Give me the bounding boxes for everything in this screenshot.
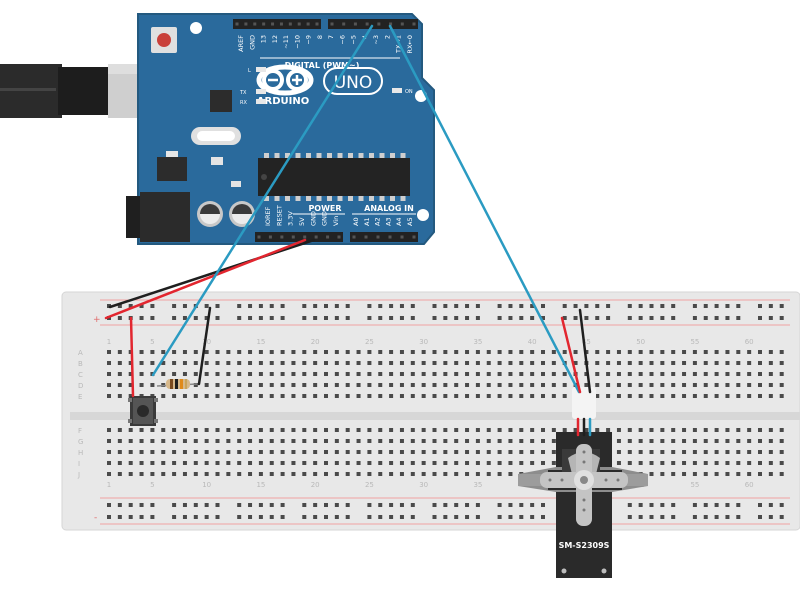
arduino-logo	[256, 64, 314, 96]
red-wire-5v	[104, 238, 307, 320]
resistor	[156, 379, 198, 389]
arduino-model-text: UNO	[334, 73, 373, 93]
power-pin-label-1: RESET	[275, 205, 283, 226]
digital-pin-label-13: 2	[383, 35, 391, 39]
svg-text:L: L	[248, 68, 251, 74]
rail-plus-label: +	[93, 315, 101, 325]
power-pin-label-4: GND	[309, 211, 317, 226]
power-label: POWER	[308, 204, 341, 213]
digital-label: DIGITAL (PWM~)	[285, 61, 360, 70]
digital-pin-label-1: GND	[248, 35, 256, 50]
column-number-bottom: 5	[150, 481, 154, 489]
digital-pin-label-7: 8	[316, 35, 324, 39]
digital-pin-label-0: AREF	[237, 35, 245, 52]
atmega-chip	[258, 153, 410, 201]
power-pin-label-3: 5V	[298, 217, 306, 226]
column-number-top: 45	[582, 338, 591, 346]
column-number-top: 25	[365, 338, 374, 346]
column-number-top: 40	[528, 338, 537, 346]
column-number-top: 5	[150, 338, 154, 346]
blue-wire-button	[151, 24, 374, 377]
analog-pin-label-1: A1	[363, 217, 371, 226]
column-number-top: 60	[745, 338, 754, 346]
digital-pin-label-9: ~6	[338, 35, 346, 45]
servo-motor: SM-S2309S	[518, 387, 648, 578]
column-number-bottom: 10	[202, 481, 211, 489]
black-jumper-resistor	[197, 306, 212, 386]
digital-pin-label-12: ~3	[372, 35, 380, 45]
row-letter-d: D	[78, 382, 83, 390]
svg-text:ON: ON	[405, 89, 413, 95]
column-number-top: 1	[107, 338, 111, 346]
row-letter-a: A	[78, 349, 83, 357]
column-number-top: 15	[256, 338, 265, 346]
analog-pin-label-4: A4	[395, 217, 403, 226]
row-letter-i: I	[78, 460, 80, 468]
analog-pin-label-5: A5	[406, 217, 414, 226]
analog-label: ANALOG IN	[364, 204, 414, 213]
red-jumper-button	[129, 316, 135, 398]
digital-pin-label-10: ~5	[350, 35, 358, 45]
analog-pin-label-3: A3	[384, 217, 392, 226]
analog-pin-label-2: A2	[374, 217, 382, 226]
digital-header	[233, 19, 321, 29]
row-letter-f: F	[78, 427, 82, 435]
row-letter-b: B	[78, 360, 83, 368]
column-number-bottom: 30	[419, 481, 428, 489]
svg-text:RX: RX	[240, 100, 247, 106]
rail-minus-label: -	[94, 513, 97, 523]
column-number-bottom: 55	[690, 481, 699, 489]
digital-pin-label-2: 13	[260, 35, 268, 43]
column-number-bottom: 1	[107, 481, 111, 489]
digital-pin-label-15: RX←0	[406, 35, 414, 54]
row-letter-e: E	[78, 393, 82, 401]
digital-pin-label-4: ~11	[282, 35, 290, 49]
digital-pin-label-3: 12	[271, 35, 279, 43]
wires	[104, 24, 592, 437]
column-number-top: 10	[202, 338, 211, 346]
arduino-brand-text: ARDUINO	[257, 96, 309, 107]
column-number-bottom: 60	[745, 481, 754, 489]
row-letter-h: H	[78, 449, 83, 457]
analog-header	[350, 232, 418, 242]
row-letter-g: G	[78, 438, 83, 446]
column-number-top: 50	[636, 338, 645, 346]
black-wire-gnd	[108, 238, 316, 309]
column-number-bottom: 20	[311, 481, 320, 489]
power-pin-label-5: GND	[321, 211, 329, 226]
column-number-bottom: 35	[473, 481, 482, 489]
column-number-top: 20	[311, 338, 320, 346]
red-wire-servo	[560, 316, 582, 394]
onboard-leds: L TX RX ON	[239, 67, 413, 106]
analog-pin-label-0: A0	[352, 217, 360, 226]
row-letter-c: C	[78, 371, 83, 379]
power-pin-label-2: 3.3V	[287, 211, 295, 226]
digital-pin-label-6: ~9	[305, 35, 313, 45]
power-header	[255, 232, 343, 242]
column-number-bottom: 25	[365, 481, 374, 489]
push-button	[128, 396, 158, 426]
power-pin-label-6: Vin	[332, 216, 340, 226]
column-number-top: 35	[473, 338, 482, 346]
power-pin-label-0: IOREF	[264, 206, 272, 226]
svg-text:TX: TX	[239, 90, 247, 96]
row-letter-j: J	[77, 471, 80, 479]
servo-model-label: SM-S2309S	[559, 541, 610, 550]
column-number-bottom: 15	[256, 481, 265, 489]
column-number-top: 30	[419, 338, 428, 346]
dc-power-jack	[126, 192, 190, 242]
column-number-top: 55	[690, 338, 699, 346]
digital-pin-label-5: ~10	[293, 35, 301, 49]
digital-pin-label-8: 7	[327, 35, 335, 39]
black-wire-servo	[578, 308, 592, 394]
blue-wire-servo	[388, 24, 581, 394]
